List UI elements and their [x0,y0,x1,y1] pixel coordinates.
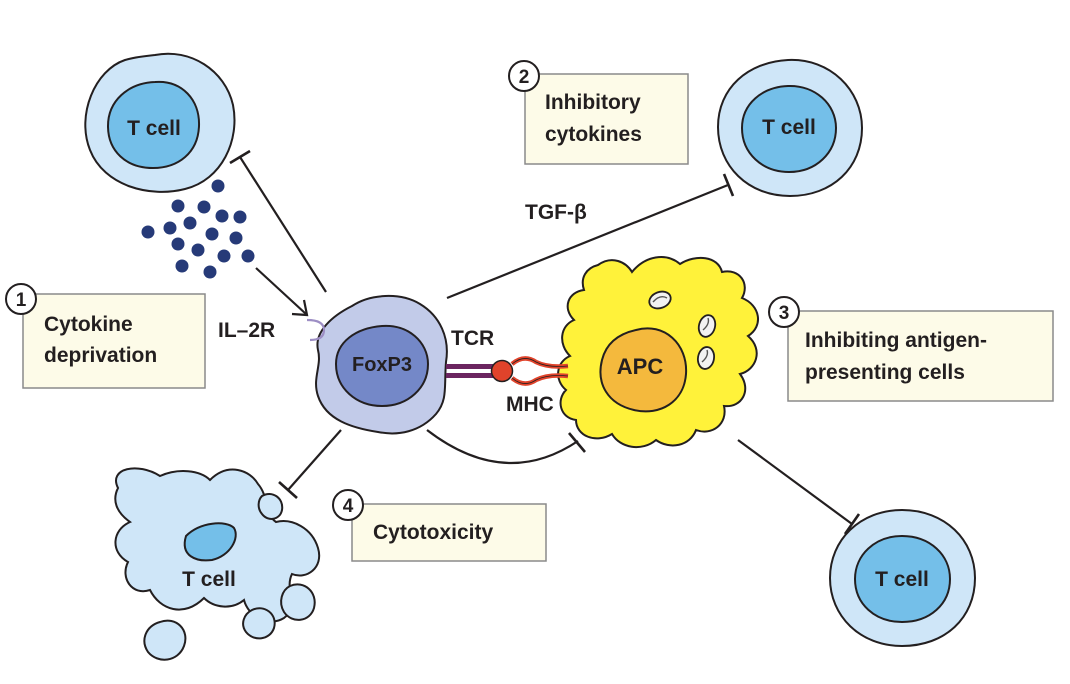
cytokine-dot [241,249,255,263]
cytokine-dot [217,249,231,263]
t-cell-label: T cell [127,117,181,140]
inhibition-line-apc-to-t-cell [737,439,861,535]
mechanism-title-line: deprivation [44,344,157,367]
cytokine-dot [171,237,185,251]
t-cell-fragment [280,583,316,621]
cytokine-dot [191,243,205,257]
t-cell-top-right: T cell [716,58,864,198]
foxp3-label: FoxP3 [352,354,412,376]
cytokine-dot [229,231,243,245]
step-number: 4 [343,496,354,517]
cytokine-dot [205,227,219,241]
cytokine-dot [171,199,185,213]
treg-nucleus [334,324,430,408]
inhibition-line-cytokine-deprivation [229,149,327,293]
mechanism-title-line: Cytotoxicity [373,521,494,544]
mechanism-box [787,310,1054,402]
mechanism-box [351,503,547,562]
mechanism-inhibitory-cytokines: 2 Inhibitory cytokines [508,60,689,165]
t-cell-fragment [257,492,284,520]
cytokine-dot [203,265,217,279]
mechanism-cytokine-deprivation: 1 Cytokine deprivation [5,283,206,389]
tcr-receptor [446,364,496,378]
tgf-beta-label: TGF-β [525,201,587,224]
mechanism-title-line: Cytokine [44,313,133,336]
cytokine-dot [233,210,247,224]
t-cell-fragment [242,607,276,640]
tcr-label: TCR [451,327,494,350]
step-number-badge [768,296,800,328]
cytokine-dot [215,209,229,223]
apc-vesicle [696,346,716,370]
cytokine-dot [211,179,225,193]
peptide-antigen [490,359,514,383]
il2r-label: IL–2R [218,319,275,342]
inhibition-line-apc [426,429,586,465]
step-number-badge [5,283,37,315]
mechanism-title-line: Inhibiting antigen- [805,329,987,352]
cytokine-dot [141,225,155,239]
mechanism-box [22,293,206,389]
inhibition-line-cytotoxicity [278,429,342,499]
t-cell-top-left: T cell [84,52,236,193]
arrow-cytokines-to-il2r [255,267,309,317]
step-number-badge [508,60,540,92]
inhibition-line-tgf-beta [446,173,735,300]
mechanism-title-line: presenting cells [805,361,965,384]
step-number: 3 [779,303,790,324]
il2r-receptor [306,318,326,342]
apc-cell: APC [557,256,759,449]
mechanism-box [524,73,689,165]
il2-cytokine-dots [141,179,255,279]
step-number: 2 [519,67,530,88]
t-cell-nucleus [106,80,201,170]
treg-cell: FoxP3 [315,294,448,435]
t-cell-nucleus [853,534,952,624]
apc-vesicle [697,314,717,338]
apc-nucleus [599,327,688,413]
t-cell-label: T cell [762,116,816,139]
step-number-badge [332,489,364,521]
t-cell-dying: T cell [114,467,321,661]
cytokine-dot [183,216,197,230]
t-cell-fragment [143,619,187,661]
mechanism-inhibiting-apc: 3 Inhibiting antigen- presenting cells [768,296,1054,402]
t-cell-bottom-right: T cell [828,508,977,648]
t-cell-label: T cell [875,568,929,591]
apc-label: APC [617,354,664,379]
mechanism-title-line: cytokines [545,123,642,146]
cytokine-dot [197,200,211,214]
tcr-mhc-complex [446,356,569,386]
step-number: 1 [16,290,27,311]
t-cell-label: T cell [182,568,236,591]
t-cell-condensed-nucleus [183,522,237,562]
apc-vesicle [648,290,672,310]
mhc-label: MHC [506,393,554,416]
mhc-molecule [510,356,569,386]
cytokine-dot [175,259,189,273]
mechanism-cytotoxicity: 4 Cytotoxicity [332,489,547,562]
cytokine-dot [163,221,177,235]
mechanism-title-line: Inhibitory [545,91,641,114]
t-cell-nucleus [740,84,838,174]
